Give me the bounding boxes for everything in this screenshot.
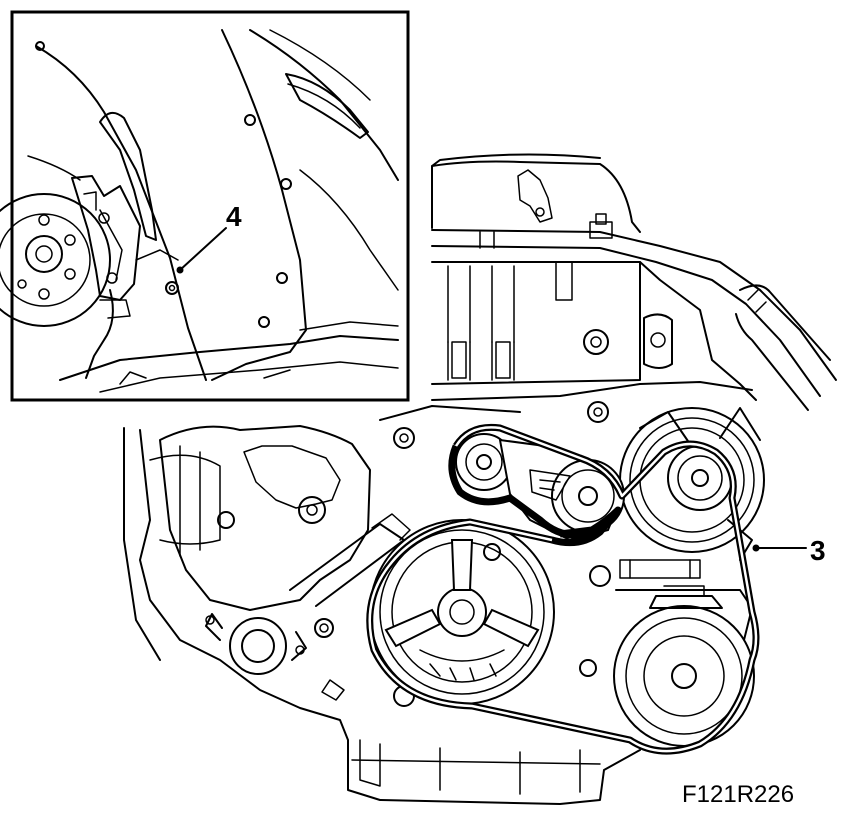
- engine-drawing: [123, 153, 837, 805]
- pulleys: [369, 407, 765, 747]
- wheel-arch-inset: 4: [0, 10, 410, 402]
- inset-frame: [10, 10, 410, 402]
- drive-belt: [366, 423, 760, 755]
- belt-callout-label: 3: [810, 535, 826, 566]
- figure-code: F121R226: [682, 781, 794, 808]
- screw-callout-label: 4: [226, 201, 242, 232]
- belt-callout: 3: [752, 535, 826, 566]
